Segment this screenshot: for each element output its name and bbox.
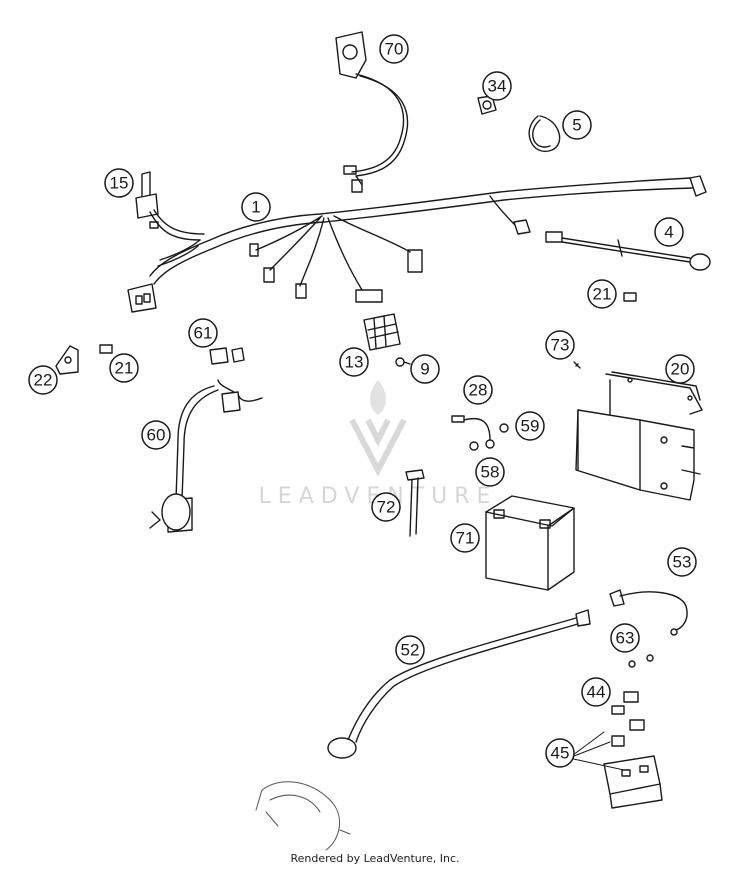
part-20-battery-box: [575, 371, 703, 501]
callout-21-circle-right: [587, 279, 617, 309]
callout-22-circle: [28, 365, 58, 395]
callout-63-circle: [610, 623, 640, 653]
part-52-starter-cable: [327, 609, 591, 759]
callout-13-circle: [339, 347, 369, 377]
callout-20-circle: [665, 354, 695, 384]
callout-44-circle: [581, 677, 611, 707]
callout-58-circle: [475, 457, 505, 487]
callout-34-circle: [482, 71, 512, 101]
part-73-screw: [573, 361, 581, 369]
callout-52: 52: [401, 641, 420, 660]
callout-1-circle: [241, 192, 271, 222]
part-15-switch: [135, 171, 205, 241]
callout-5-circle: [562, 110, 592, 140]
callout-72: 72: [377, 498, 396, 517]
watermark: LEADVENTURE: [259, 380, 490, 509]
callout-59-circle: [515, 411, 545, 441]
callout-1: 1: [251, 198, 260, 217]
callout-34: 34: [488, 77, 507, 96]
callout-59: 59: [521, 417, 540, 436]
part-28-cable: [451, 415, 495, 449]
callout-45-circle: [545, 738, 575, 768]
callout-9-circle: [410, 354, 440, 384]
part-60-plug-cable: [149, 379, 263, 533]
callout-60-circle: [141, 420, 171, 450]
callout-13: 13: [345, 353, 364, 372]
part-70-switch: [335, 31, 409, 193]
callout-28-circle: [463, 375, 493, 405]
callout-73-circle: [545, 330, 575, 360]
callout-72-circle: [371, 492, 401, 522]
part-9-screw: [395, 357, 411, 367]
callout-20: 20: [671, 360, 690, 379]
callout-21-left: 21: [115, 359, 134, 378]
callout-71-circle: [450, 523, 480, 553]
callout-4-circle: [654, 217, 684, 247]
part-61-connector: [209, 347, 245, 365]
callout-22: 22: [34, 371, 53, 390]
part-1-wiring-harness: [127, 175, 707, 313]
callout-15-circle: [104, 168, 134, 198]
callout-44: 44: [587, 683, 606, 702]
callout-15: 15: [110, 174, 129, 193]
callout-45: 45: [551, 744, 570, 763]
callout-70-circle: [379, 34, 409, 64]
callout-71: 71: [456, 529, 475, 548]
callout-53: 53: [673, 553, 692, 572]
part-59-screw: [499, 423, 509, 433]
callout-63: 63: [616, 629, 635, 648]
callout-4: 4: [664, 223, 673, 242]
part-53-cable: [609, 589, 688, 636]
part-22-bracket: [55, 345, 79, 375]
leadventure-flame-logo-icon: [349, 380, 407, 477]
part-13-regulator: [363, 313, 401, 351]
callout-labels: 70 34 5 15 1 4 21 61 73 22 21 13 9 20 28…: [34, 40, 692, 763]
callout-61: 61: [194, 324, 213, 343]
leader-lines: [568, 731, 625, 771]
part-44-rubber: [611, 691, 639, 715]
part-58-nut: [469, 441, 479, 451]
part-63-screws: [628, 654, 654, 668]
engine-outline: [255, 781, 351, 851]
callout-28: 28: [469, 381, 488, 400]
part-71-battery: [485, 495, 575, 591]
callout-61-circle: [188, 318, 218, 348]
callout-53-circle: [667, 547, 697, 577]
part-21-clip-right: [623, 292, 637, 302]
callouts: [28, 34, 697, 768]
part-5-cable-tie: [528, 115, 561, 153]
callout-58: 58: [481, 463, 500, 482]
callout-52-circle: [395, 635, 425, 665]
part-45-starter-relay: [603, 719, 663, 809]
callout-5: 5: [572, 116, 581, 135]
callout-9: 9: [420, 360, 429, 379]
callout-70: 70: [385, 40, 404, 59]
callout-73: 73: [551, 336, 570, 355]
part-4-sensor-cable: [545, 231, 711, 271]
callout-60: 60: [147, 426, 166, 445]
callout-21-right: 21: [593, 285, 612, 304]
render-credit: Rendered by LeadVenture, Inc.: [290, 852, 460, 865]
part-21-clip-left: [99, 344, 113, 354]
callout-21-circle-left: [109, 353, 139, 383]
part-72-strap: [405, 469, 425, 537]
